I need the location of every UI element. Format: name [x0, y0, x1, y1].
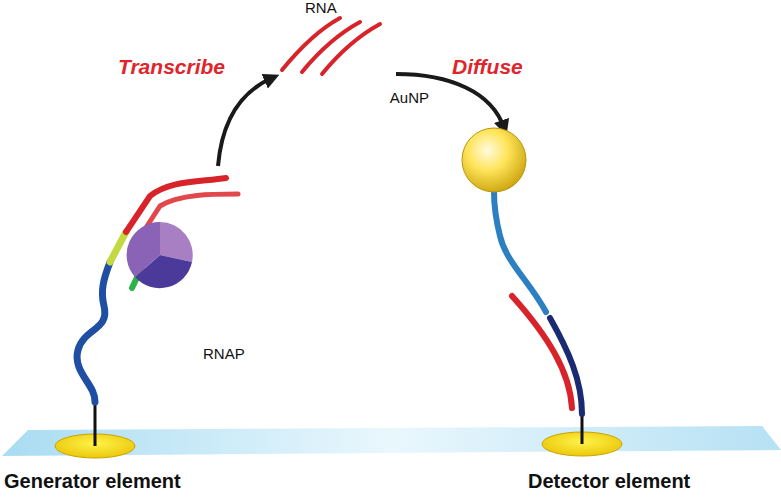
- process-arrow: [218, 78, 272, 166]
- dna-template: [77, 262, 110, 402]
- transcribed-region: [126, 178, 226, 232]
- target-rna: [512, 296, 572, 408]
- promoter: [110, 232, 126, 262]
- rnap-symbol: [127, 222, 193, 288]
- enzyme-label: RNAP: [203, 346, 245, 363]
- step-label: Transcribe: [118, 55, 225, 78]
- linker: [581, 414, 584, 444]
- molecule-label: RNA: [305, 0, 337, 17]
- rna-strand: [322, 24, 380, 74]
- reporter-probe: [494, 192, 546, 312]
- step-label: Diffuse: [452, 55, 523, 78]
- gold-nanoparticle: [462, 128, 526, 192]
- element-label: Generator element: [4, 470, 181, 492]
- particle-label: AuNP: [390, 90, 429, 107]
- element-label: Detector element: [528, 470, 690, 492]
- linker: [94, 402, 97, 446]
- capture-probe: [550, 318, 582, 414]
